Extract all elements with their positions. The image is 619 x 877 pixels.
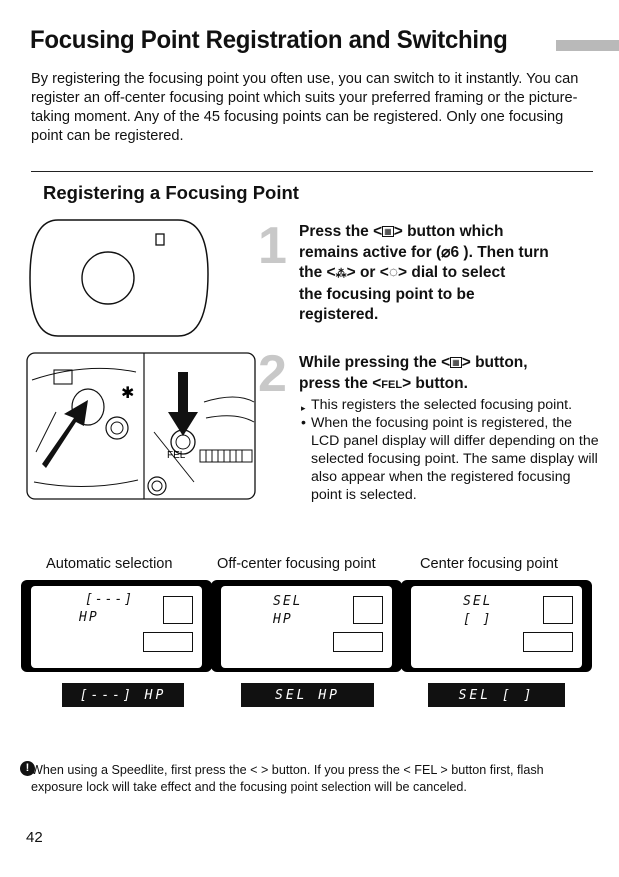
af-point-button-icon: ▦ — [382, 226, 394, 237]
lcd-panel-center: SEL [ ] — [401, 580, 592, 672]
asterisk-icon: ✱ — [121, 383, 134, 402]
dial-illustration — [29, 219, 209, 337]
press-arrow-icon — [42, 400, 88, 468]
display-caption: Center focusing point — [420, 556, 558, 572]
viewfinder-display-automatic: [---] HP — [62, 683, 184, 707]
lcd-line-1: SEL — [273, 594, 303, 609]
lcd-rectangle — [333, 632, 383, 652]
down-arrow-icon — [168, 412, 198, 436]
caution-icon: ! — [20, 761, 35, 776]
timer-icon: ⌀ — [441, 243, 451, 261]
camera-buttons-illustration: ✱ FEL — [26, 352, 256, 500]
display-caption: Automatic selection — [46, 556, 173, 572]
page-title: Focusing Point Registration and Switchin… — [30, 26, 508, 54]
fel-label: FEL — [167, 450, 186, 461]
step-2-number: 2 — [258, 345, 287, 403]
lcd-line-2: HP — [79, 610, 99, 625]
section-divider — [31, 171, 593, 172]
zero-mark-icon — [155, 233, 165, 246]
viewfinder-display-center: SEL [ ] — [428, 683, 565, 707]
viewfinder-display-off-center: SEL HP — [241, 683, 374, 707]
list-item: •When the focusing point is registered, … — [301, 415, 599, 503]
af-point-button-icon: ▦ — [450, 357, 462, 368]
lcd-panel-off-center: SEL HP — [211, 580, 402, 672]
list-item: ▸This registers the selected focusing po… — [301, 397, 573, 413]
lcd-rectangle — [143, 632, 193, 652]
lcd-line-1: SEL — [463, 594, 493, 609]
step-2-text: While pressing the <▦> button, press the… — [299, 354, 528, 392]
lcd-panel-automatic: [---] HP — [21, 580, 212, 672]
af-point-button-icon — [53, 369, 73, 385]
quick-control-dial-icon: ◌ — [388, 264, 399, 281]
lcd-line-2: HP — [273, 612, 293, 627]
title-bar-decoration — [556, 40, 619, 51]
caution-note: When using a Speedlite, first press the … — [31, 763, 544, 794]
step-1-number: 1 — [258, 217, 287, 275]
page-number: 42 — [26, 829, 43, 846]
lcd-rectangle — [523, 632, 573, 652]
step-1-text: Press the <▦> button which remains activ… — [299, 223, 549, 323]
section-heading: Registering a Focusing Point — [43, 182, 299, 203]
lcd-square — [543, 596, 573, 624]
lcd-line-2: [ ] — [463, 612, 493, 627]
lcd-square — [163, 596, 193, 624]
display-caption: Off-center focusing point — [217, 556, 376, 572]
lcd-square — [353, 596, 383, 624]
lcd-line-1: [---] — [85, 592, 135, 607]
step-2-bullets: ▸This registers the selected focusing po… — [301, 396, 601, 504]
intro-paragraph: By registering the focusing point you of… — [31, 71, 579, 144]
main-dial-icon: ⁂ — [335, 268, 347, 280]
